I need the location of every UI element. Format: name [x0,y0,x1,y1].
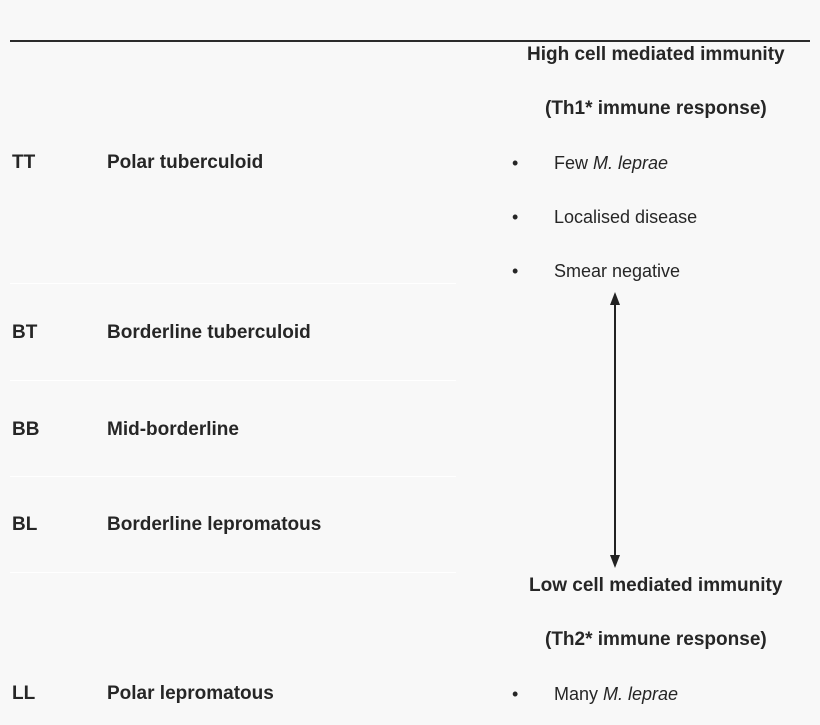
row-name-bl: Borderline lepromatous [107,514,322,535]
bullet-dot: • [512,153,519,173]
row-name-tt: Polar tuberculoid [107,152,264,173]
high-immunity-title: High cell mediated immunity [527,44,785,65]
bullet-dot: • [512,261,519,281]
low-immunity-title: Low cell mediated immunity [529,575,783,596]
row-separator [10,380,456,381]
top-rule [10,40,810,42]
bullet-few-leprae: Few M. leprae [554,153,669,173]
row-name-bt: Borderline tuberculoid [107,322,311,343]
bullet-dot: • [512,684,519,704]
row-code-bl: BL [12,514,38,535]
bullet-localised-disease: Localised disease [554,207,698,227]
row-name-ll: Polar lepromatous [107,683,274,704]
row-separator [10,476,456,477]
row-separator [10,283,456,284]
bullet-dot: • [512,207,519,227]
bullet-smear-negative: Smear negative [554,261,681,281]
low-immunity-subtitle: (Th2* immune response) [545,629,767,650]
double-arrow-icon [610,292,620,568]
high-immunity-subtitle: (Th1* immune response) [545,98,767,119]
row-code-tt: TT [12,152,36,173]
row-code-ll: LL [12,683,36,704]
row-code-bt: BT [12,322,38,343]
row-code-bb: BB [12,419,40,440]
bullet-many-leprae: Many M. leprae [554,684,679,704]
row-name-bb: Mid-borderline [107,419,239,440]
row-separator [10,572,456,573]
